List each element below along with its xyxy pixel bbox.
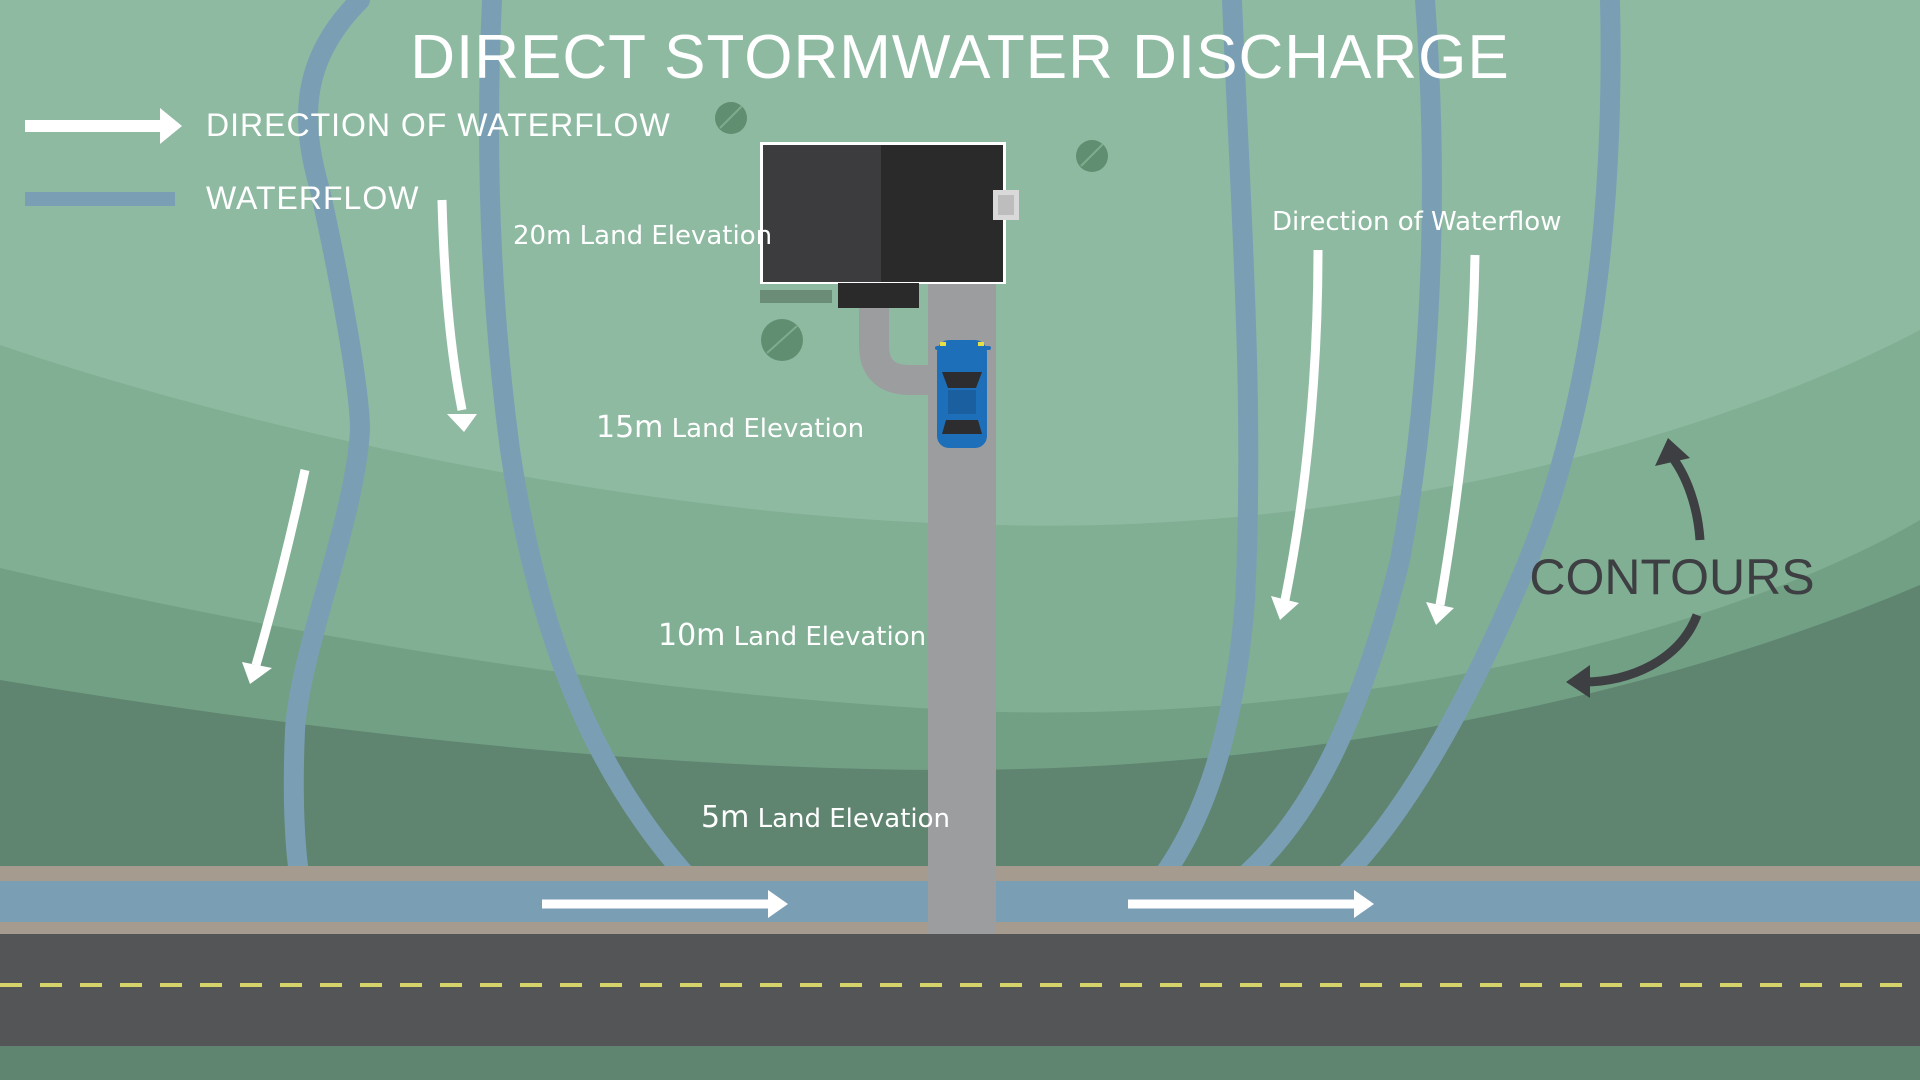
waterflow-streams (283, 0, 1621, 890)
legend-waterflow-label: WATERFLOW (206, 180, 419, 216)
contour-arrow-down (1583, 613, 1702, 687)
house-roof-right (881, 145, 1003, 282)
direction-arrows (251, 199, 1480, 909)
arrow-down-1 (437, 199, 467, 411)
house-garage (838, 283, 919, 308)
side-path (859, 300, 930, 395)
house-deck (760, 290, 832, 303)
stream-left-2 (479, 0, 700, 890)
page-title: DIRECT STORMWATER DISCHARGE (410, 23, 1509, 92)
elevation-label-20m: 20m Land Elevation (513, 221, 772, 251)
stream-left-1 (283, 0, 371, 890)
arrow-down-4 (1435, 254, 1480, 606)
stream-right-3 (1330, 0, 1621, 890)
elevation-label-5m: 5m Land Elevation (701, 800, 950, 835)
car (935, 340, 991, 448)
elevation-label-10m: 10m Land Elevation (658, 618, 926, 653)
legend-direction-label: DIRECTION OF WATERFLOW (206, 107, 671, 143)
arrow-down-2 (251, 469, 310, 667)
contours-label: CONTOURS (1529, 549, 1814, 605)
direction-annotation: Direction of Waterflow (1272, 207, 1561, 237)
arrowheads (242, 414, 1454, 918)
stream-right-1 (1150, 0, 1259, 890)
house (760, 142, 1019, 308)
road (0, 934, 1920, 1046)
arrow-down-3 (1280, 249, 1323, 601)
house-roof-left (763, 145, 881, 282)
elevation-label-15m: 15m Land Elevation (596, 410, 864, 445)
legend: DIRECTION OF WATERFLOW WATERFLOW (25, 107, 671, 216)
stream-right-2 (1230, 0, 1442, 890)
contour-arrows (1566, 438, 1705, 698)
